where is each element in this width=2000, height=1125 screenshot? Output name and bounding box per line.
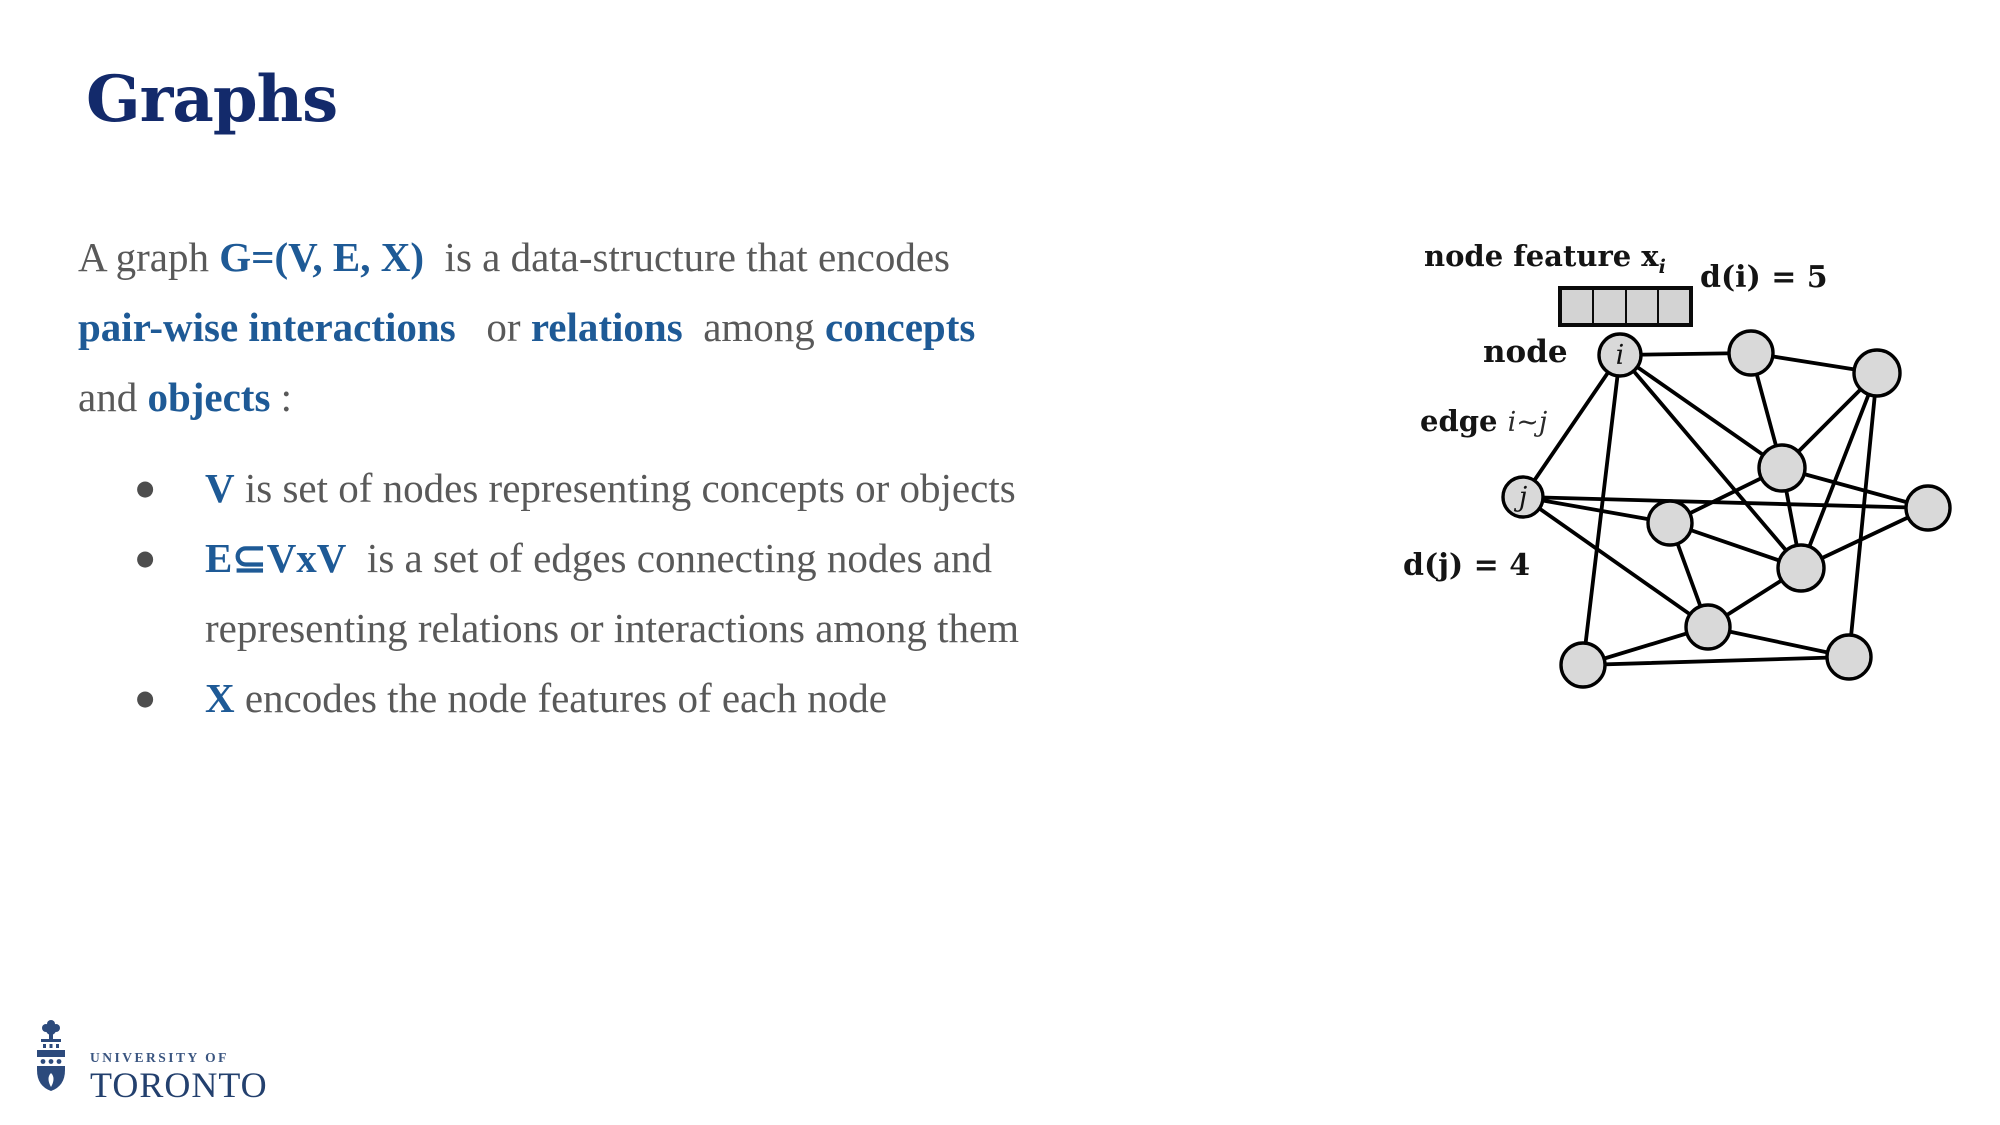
body-text: or <box>455 304 531 350</box>
uoft-logo-line1: UNIVERSITY OF <box>90 1050 229 1065</box>
body-text: encodes the node features of each node <box>234 675 887 721</box>
edge-label-math: i~j <box>1507 407 1548 438</box>
uoft-logo-text: UNIVERSITY OF TORONTO <box>90 1050 268 1106</box>
bullet-list: ● V is set of nodes representing concepts… <box>78 453 1019 733</box>
graph-edge-i-h <box>1618 353 1803 570</box>
emphasis-term: pair-wise interactions <box>78 304 456 350</box>
body-text: is a set of edges connecting nodes and <box>346 535 992 581</box>
emphasis-term: G=(V, E, X) <box>219 234 425 280</box>
emphasis-term: relations <box>530 304 683 350</box>
bullet-marker-icon: ● <box>136 546 155 570</box>
feature-vector-cell <box>1594 290 1627 323</box>
graph-edge-bc-br <box>1706 625 1851 659</box>
intro-paragraph: A graph G=(V, E, X) is a data-structure … <box>78 222 975 432</box>
text-line: X encodes the node features of each node <box>205 663 1019 733</box>
graph-node-bl <box>1559 641 1607 689</box>
text-line: A graph G=(V, E, X) is a data-structure … <box>78 222 975 292</box>
body-text: is a data-structure that encodes <box>424 234 950 280</box>
emphasis-term: objects <box>147 374 271 420</box>
emphasis-term: X <box>205 675 235 721</box>
uoft-crest-icon <box>37 1020 65 1091</box>
emphasis-term: concepts <box>825 304 976 350</box>
node-feature-subscript: i <box>1658 255 1666 278</box>
degree-i-label: d(i) = 5 <box>1700 260 1828 295</box>
feature-vector-cell <box>1627 290 1659 323</box>
degree-j-label: d(j) = 4 <box>1403 548 1531 583</box>
graph-edge-j-r <box>1521 495 1930 510</box>
bullet-marker-icon: ● <box>136 686 155 710</box>
feature-vector-box <box>1558 286 1693 327</box>
body-text: representing relations or interactions a… <box>205 605 1020 651</box>
graph-node-r <box>1904 484 1952 532</box>
uoft-logo: UNIVERSITY OF TORONTO <box>28 1020 288 1112</box>
graph-node-ml <box>1646 499 1694 547</box>
node-label: node <box>1483 334 1568 370</box>
emphasis-term: E⊆VxV <box>205 535 347 581</box>
text-line: E⊆VxV is a set of edges connecting nodes… <box>205 523 1019 593</box>
graph-edge-i-c <box>1618 353 1784 470</box>
body-text: and <box>78 374 148 420</box>
bullet-item: ● E⊆VxV is a set of edges connecting node… <box>78 523 1019 663</box>
feature-vector-cell <box>1562 290 1595 323</box>
emphasis-term: V <box>205 465 235 511</box>
bullet-marker-icon: ● <box>136 476 155 500</box>
edge-label: edge i~j <box>1420 404 1547 438</box>
graph-edge-bl-br <box>1581 655 1851 667</box>
graph-node-bc <box>1684 603 1732 651</box>
graph-node-label-i: i <box>1616 340 1625 371</box>
body-text: among <box>682 304 826 350</box>
uoft-logo-line2: TORONTO <box>90 1065 268 1105</box>
text-line: V is set of nodes representing concepts … <box>205 453 1019 523</box>
bullet-item: ● V is set of nodes representing concepts… <box>78 453 1019 523</box>
edge-label-text: edge <box>1420 404 1508 438</box>
graph-node-tr <box>1852 348 1902 398</box>
graph-node-tm <box>1727 329 1775 377</box>
text-line: pair-wise interactions or relations amon… <box>78 292 975 362</box>
graph-edge-tr-br <box>1847 371 1879 659</box>
graph-node-br <box>1825 633 1873 681</box>
node-feature-label: node feature xi <box>1424 239 1666 278</box>
graph-edge-c-r <box>1780 466 1930 510</box>
page-title: Graphs <box>86 62 338 137</box>
body-text: is set of nodes representing concepts or… <box>234 465 1016 511</box>
graph-node-j <box>1501 475 1545 519</box>
graph-node-h <box>1776 543 1826 593</box>
graph-edge-j-ml <box>1521 495 1672 525</box>
graph-edge-j-bc <box>1521 495 1710 629</box>
body-text: : <box>270 374 293 420</box>
graph-node-i <box>1597 332 1643 378</box>
graph-network: ij <box>1501 329 1952 689</box>
bullet-item: ● X encodes the node features of each nod… <box>78 663 1019 733</box>
graph-edge-tr-h <box>1799 371 1879 570</box>
body-text: A graph <box>78 234 220 280</box>
graph-edge-i-j <box>1521 353 1622 499</box>
text-line: representing relations or interactions a… <box>205 593 1019 663</box>
graph-node-c <box>1757 443 1807 493</box>
text-line: and objects : <box>78 362 975 432</box>
node-feature-text: node feature x <box>1424 239 1659 273</box>
